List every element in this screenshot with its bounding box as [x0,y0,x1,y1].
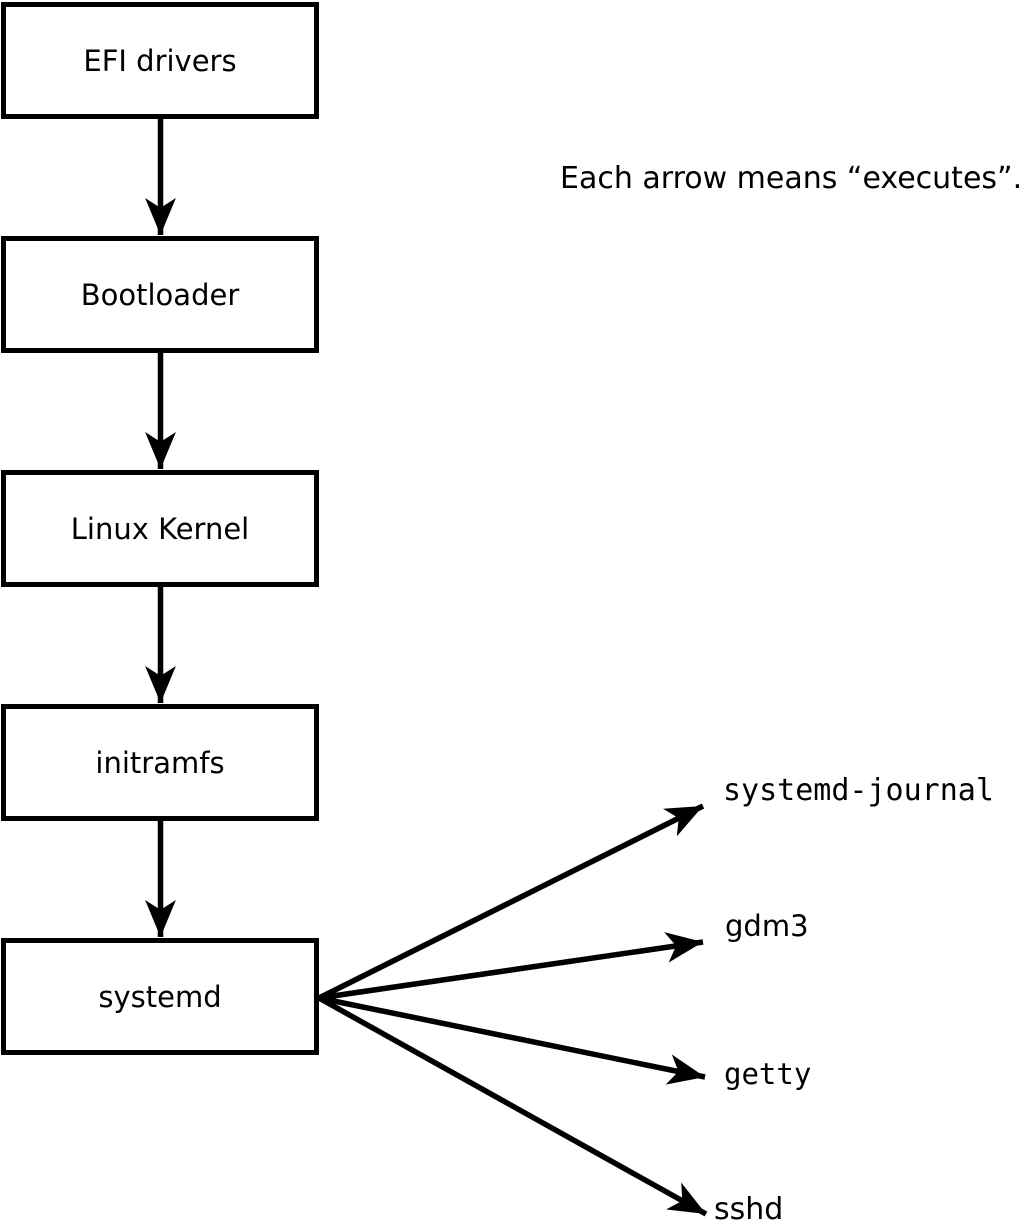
box-efi-drivers-label: EFI drivers [83,43,237,78]
label-sshd: sshd [714,1192,784,1227]
label-getty: getty [724,1057,812,1091]
arrow-systemd-to-sshd [317,995,708,1217]
box-initramfs: initramfs [1,704,319,821]
arrow-systemd-to-journal [317,803,705,1001]
box-linux-kernel: Linux Kernel [1,470,319,587]
box-systemd: systemd [1,938,319,1055]
box-systemd-label: systemd [98,979,222,1014]
label-systemd-journal: systemd-journal [723,773,994,808]
label-gdm3: gdm3 [725,909,809,943]
box-bootloader: Bootloader [1,236,319,353]
arrow-systemd-to-gdm3 [318,932,704,1001]
box-initramfs-label: initramfs [95,745,225,780]
box-bootloader-label: Bootloader [80,277,240,312]
box-linux-kernel-label: Linux Kernel [70,511,250,546]
arrow-systemd-to-getty [318,995,706,1085]
note-arrow-meaning: Each arrow means “executes”. [560,161,1023,196]
box-efi-drivers: EFI drivers [1,2,319,119]
